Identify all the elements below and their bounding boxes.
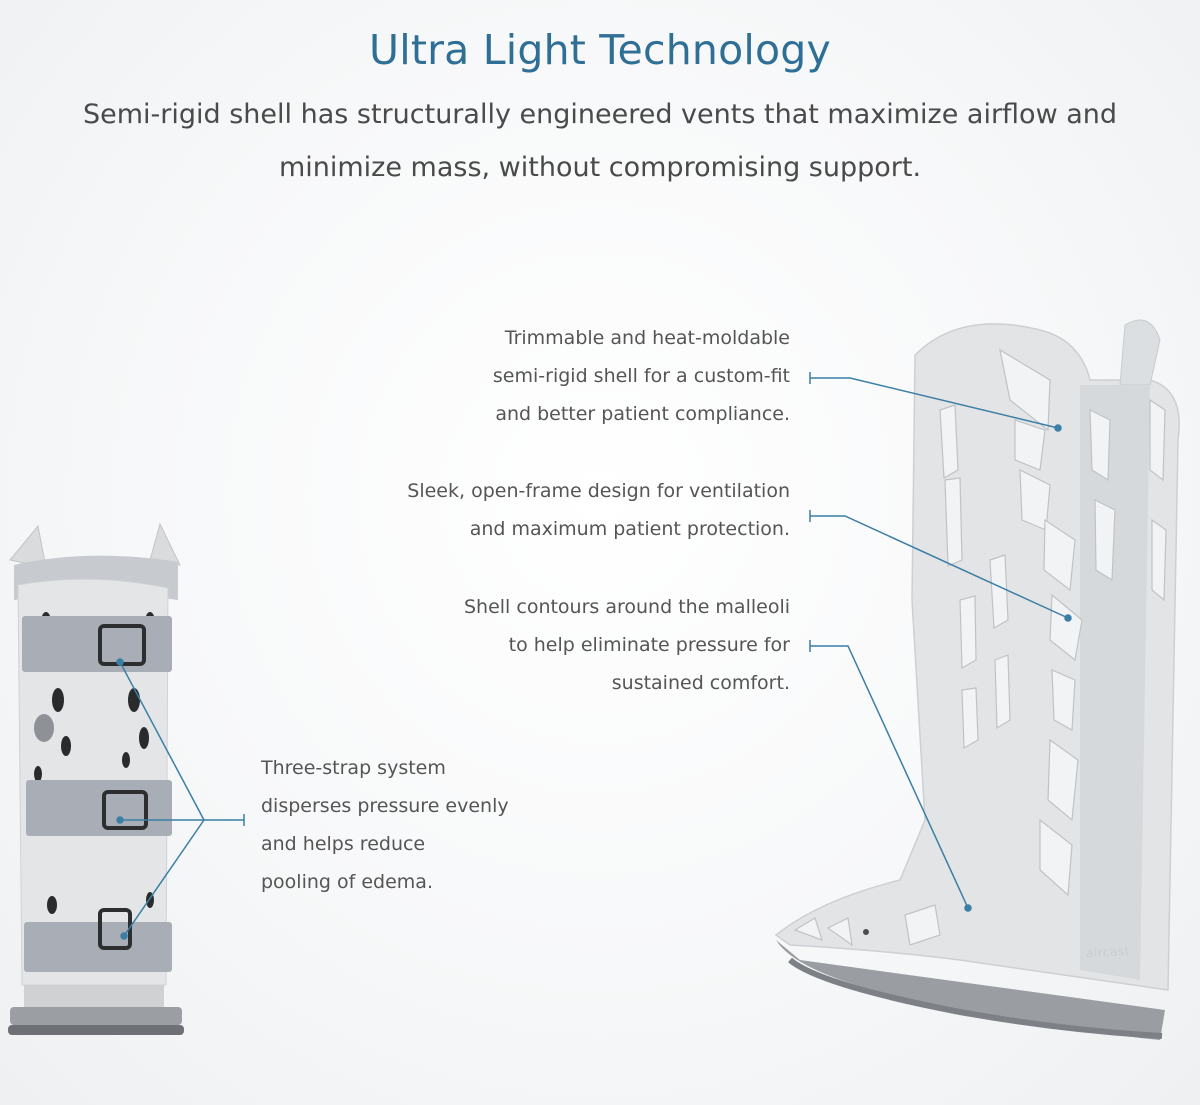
callout-line: pooling of edema. xyxy=(261,871,433,893)
callout-line: Trimmable and heat-moldable xyxy=(504,327,790,349)
callout-line: Sleek, open-frame design for ventilation xyxy=(407,480,790,502)
callout-line: and better patient compliance. xyxy=(495,403,790,425)
short-walker-boot-image xyxy=(8,522,184,1035)
leader-lines xyxy=(116,372,1072,940)
tall-walker-shell-image xyxy=(774,319,1180,1040)
callout-shell-trimmable: Trimmable and heat-moldable semi-rigid s… xyxy=(420,319,790,433)
callout-line: and maximum patient protection. xyxy=(469,518,790,540)
page-title: Ultra Light Technology xyxy=(369,26,831,74)
callout-line: to help eliminate pressure for xyxy=(508,634,790,656)
callout-three-strap: Three-strap system disperses pressure ev… xyxy=(261,749,561,901)
callout-line: sustained comfort. xyxy=(611,672,790,694)
callout-line: semi-rigid shell for a custom-fit xyxy=(492,365,790,387)
brand-logo: aircast xyxy=(1085,943,1131,961)
callout-line: Three-strap system xyxy=(261,757,446,779)
callout-malleoli-contours: Shell contours around the malleoli to he… xyxy=(380,588,790,702)
callout-open-frame: Sleek, open-frame design for ventilation… xyxy=(330,472,790,548)
callout-line: Shell contours around the malleoli xyxy=(463,596,790,618)
page-subtitle: Semi-rigid shell has structurally engine… xyxy=(82,99,1118,183)
callout-line: disperses pressure evenly xyxy=(261,795,509,817)
callout-line: and helps reduce xyxy=(261,833,426,855)
